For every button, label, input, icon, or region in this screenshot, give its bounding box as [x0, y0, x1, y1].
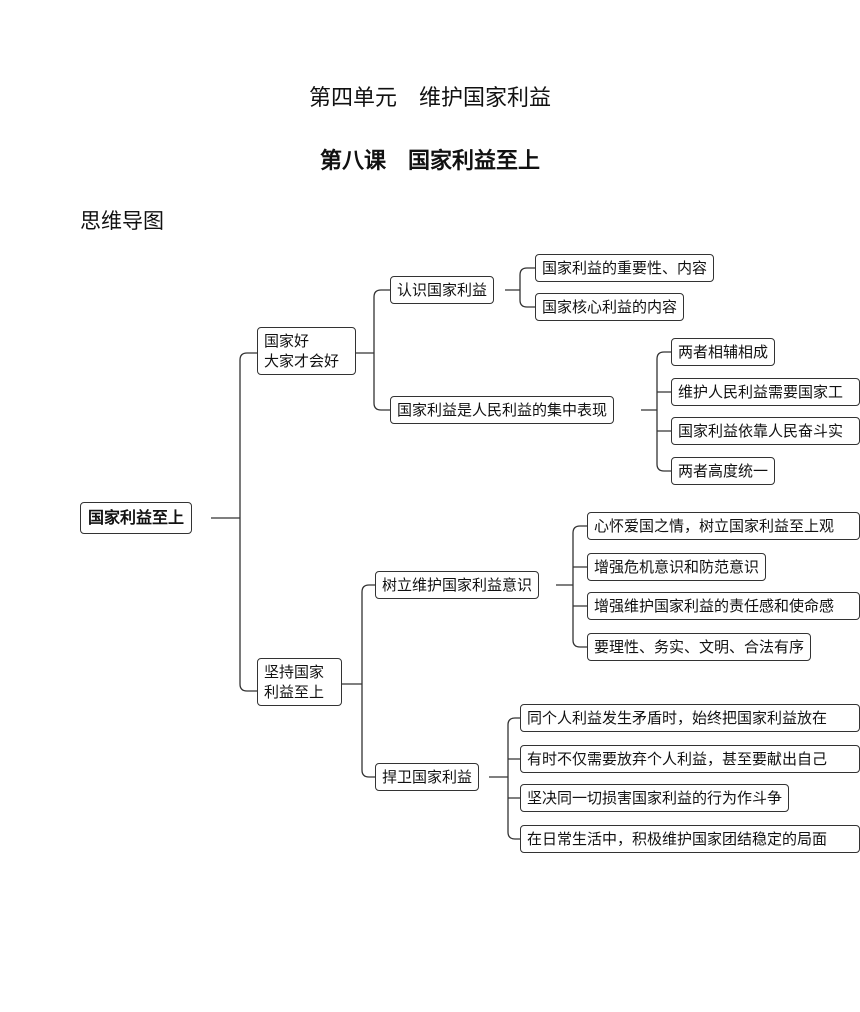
connector-l1-a — [356, 289, 390, 411]
leaf-node: 两者高度统一 — [671, 457, 776, 485]
leaf-node: 同个人利益发生矛盾时，始终把国家利益放在 — [520, 704, 860, 732]
connector-l2-4 — [489, 717, 520, 840]
leaf-node: 国家利益依靠人民奋斗实 — [671, 417, 860, 445]
leaf-node: 心怀爱国之情，树立国家利益至上观 — [587, 512, 860, 540]
level2-node-concentrated-expression: 国家利益是人民利益的集中表现 — [390, 396, 615, 424]
leaf-node: 维护人民利益需要国家工 — [671, 378, 860, 406]
leaf-node: 国家核心利益的内容 — [535, 293, 685, 321]
level1-node-line: 大家才会好 — [264, 352, 340, 370]
leaf-node: 要理性、务实、文明、合法有序 — [587, 633, 812, 661]
section-heading: 思维导图 — [80, 209, 164, 233]
level1-node-national-good: 国家好 大家才会好 — [257, 327, 356, 375]
leaf-node: 两者相辅相成 — [671, 338, 776, 366]
level1-node-line: 利益至上 — [264, 683, 325, 701]
level1-node-line: 国家好 — [264, 332, 310, 350]
leaf-node: 国家利益的重要性、内容 — [535, 254, 715, 282]
connector-l2-3 — [556, 525, 587, 648]
leaf-node: 增强危机意识和防范意识 — [587, 553, 767, 581]
leaf-node: 增强维护国家利益的责任感和使命感 — [587, 592, 860, 620]
level1-node-uphold-national-interest: 坚持国家 利益至上 — [257, 658, 342, 706]
connector-l2-1 — [505, 267, 535, 308]
connector-l2-2 — [641, 351, 671, 472]
connector-root — [211, 352, 257, 692]
level1-node-line: 坚持国家 — [264, 663, 325, 681]
leaf-node: 坚决同一切损害国家利益的行为作斗争 — [520, 784, 790, 812]
level2-node-defend: 捍卫国家利益 — [375, 763, 480, 791]
leaf-node: 在日常生活中，积极维护国家团结稳定的局面 — [520, 825, 860, 853]
leaf-node: 有时不仅需要放弃个人利益，甚至要献出自己 — [520, 745, 860, 773]
root-node: 国家利益至上 — [80, 502, 193, 534]
connector-l1-b — [342, 584, 375, 778]
level2-node-understand: 认识国家利益 — [390, 276, 495, 304]
lesson-title: 第八课 国家利益至上 — [319, 149, 540, 174]
level2-node-awareness: 树立维护国家利益意识 — [375, 571, 540, 599]
unit-title: 第四单元 维护国家利益 — [308, 86, 551, 111]
